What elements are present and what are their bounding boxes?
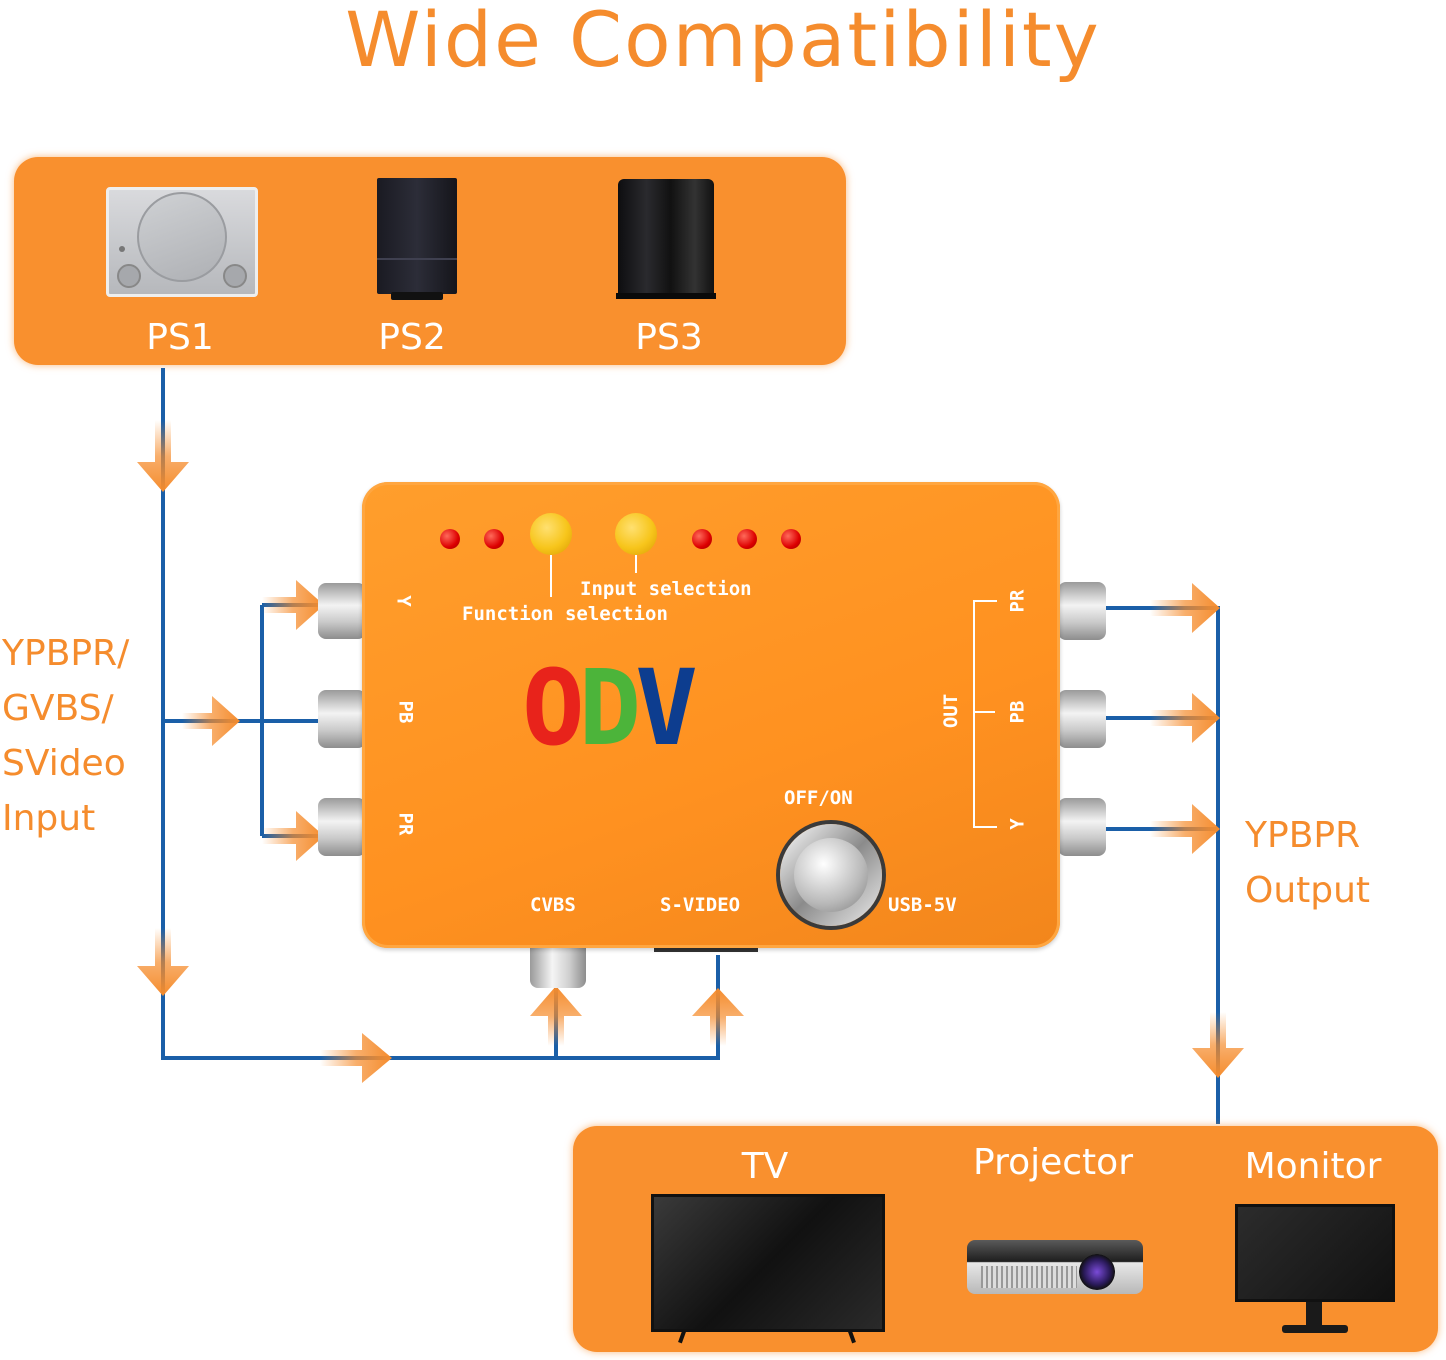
rca-jack-pb-out [1058, 690, 1106, 748]
arrow-up-icon [692, 988, 744, 1046]
power-button-cap [794, 838, 868, 912]
projector-label: Projector [973, 1142, 1133, 1183]
ps3-console-icon [616, 179, 716, 299]
arrow-right-icon [1150, 693, 1220, 743]
pr-output-label: PR [1006, 589, 1029, 613]
input-selection-button[interactable] [615, 513, 657, 555]
logo-letter-o: O [522, 647, 585, 769]
input-text-line: GVBS/ [2, 688, 114, 729]
rca-jack-pb-in [318, 690, 366, 748]
ps3-label: PS3 [635, 317, 703, 358]
led-indicator [484, 529, 504, 549]
tv-icon [651, 1194, 885, 1344]
out-label: OUT [940, 693, 963, 729]
arrow-right-icon [262, 580, 324, 630]
flow-arrows [137, 420, 1244, 1083]
arrow-right-icon [262, 811, 324, 861]
svideo-label: S-VIDEO [660, 894, 741, 916]
arrow-right-icon [320, 1033, 392, 1083]
monitor-label: Monitor [1244, 1146, 1382, 1187]
pb-output-label: PB [1006, 700, 1029, 724]
arrow-right-icon [1150, 804, 1220, 854]
arrow-right-icon [182, 696, 240, 746]
logo-letter-d: D [578, 647, 642, 769]
arrow-down-icon [137, 420, 189, 492]
out-bracket [973, 600, 997, 828]
power-button[interactable] [780, 824, 882, 926]
projector-icon [967, 1240, 1143, 1294]
monitor-icon [1235, 1204, 1395, 1333]
ps1-label: PS1 [146, 317, 214, 358]
output-trunk-line [1098, 606, 1220, 1124]
rca-jack-cvbs [530, 946, 586, 988]
function-selection-label: Function selection [462, 603, 668, 625]
cvbs-label: CVBS [530, 894, 576, 916]
button-pointer-line [550, 555, 552, 597]
ps2-label: PS2 [378, 317, 446, 358]
tv-label: TV [741, 1146, 789, 1187]
led-indicator [737, 529, 757, 549]
rca-jack-pr-out [1058, 582, 1106, 640]
display-devices-panel: TV Projector Monitor [573, 1126, 1438, 1352]
arrow-up-icon [530, 986, 582, 1046]
off-on-label: OFF/ON [784, 787, 853, 809]
button-pointer-line [635, 555, 637, 573]
usb-label: USB-5V [888, 894, 957, 916]
source-devices-panel: PS1 PS2 PS3 [14, 157, 846, 365]
converter-device: Input selection Function selection Y PB … [362, 482, 1060, 948]
function-selection-button[interactable] [530, 513, 572, 555]
led-indicator [692, 529, 712, 549]
ps1-console-icon [106, 187, 258, 297]
arrow-down-icon [137, 928, 189, 996]
output-text-line: YPBPR [1245, 815, 1361, 856]
input-text-line: Input [2, 798, 96, 839]
rca-jack-y-in [318, 583, 366, 639]
rca-jack-pr-in [318, 798, 366, 856]
rca-jack-y-out [1058, 798, 1106, 856]
ps2-console-icon [377, 178, 457, 300]
input-types-text: YPBPR/ GVBS/ SVideo Input [2, 626, 129, 846]
input-text-line: SVideo [2, 743, 126, 784]
led-indicator [440, 529, 460, 549]
arrow-right-icon [1150, 583, 1220, 633]
svideo-port [654, 946, 758, 952]
logo-letter-v: V [635, 647, 698, 769]
out-bracket-tick [975, 711, 995, 713]
arrow-down-icon [1192, 1012, 1244, 1078]
output-type-text: YPBPR Output [1245, 808, 1370, 918]
led-indicator [781, 529, 801, 549]
y-input-label: Y [392, 595, 415, 607]
output-text-line: Output [1245, 870, 1371, 911]
page-title: Wide Compatibility [345, 0, 1101, 84]
y-output-label: Y [1006, 818, 1029, 830]
input-selection-label: Input selection [580, 578, 752, 600]
input-text-line: YPBPR/ [2, 633, 130, 674]
pb-input-label: PB [394, 700, 417, 724]
pr-input-label: PR [394, 812, 417, 836]
odv-logo: ODV [522, 656, 772, 760]
